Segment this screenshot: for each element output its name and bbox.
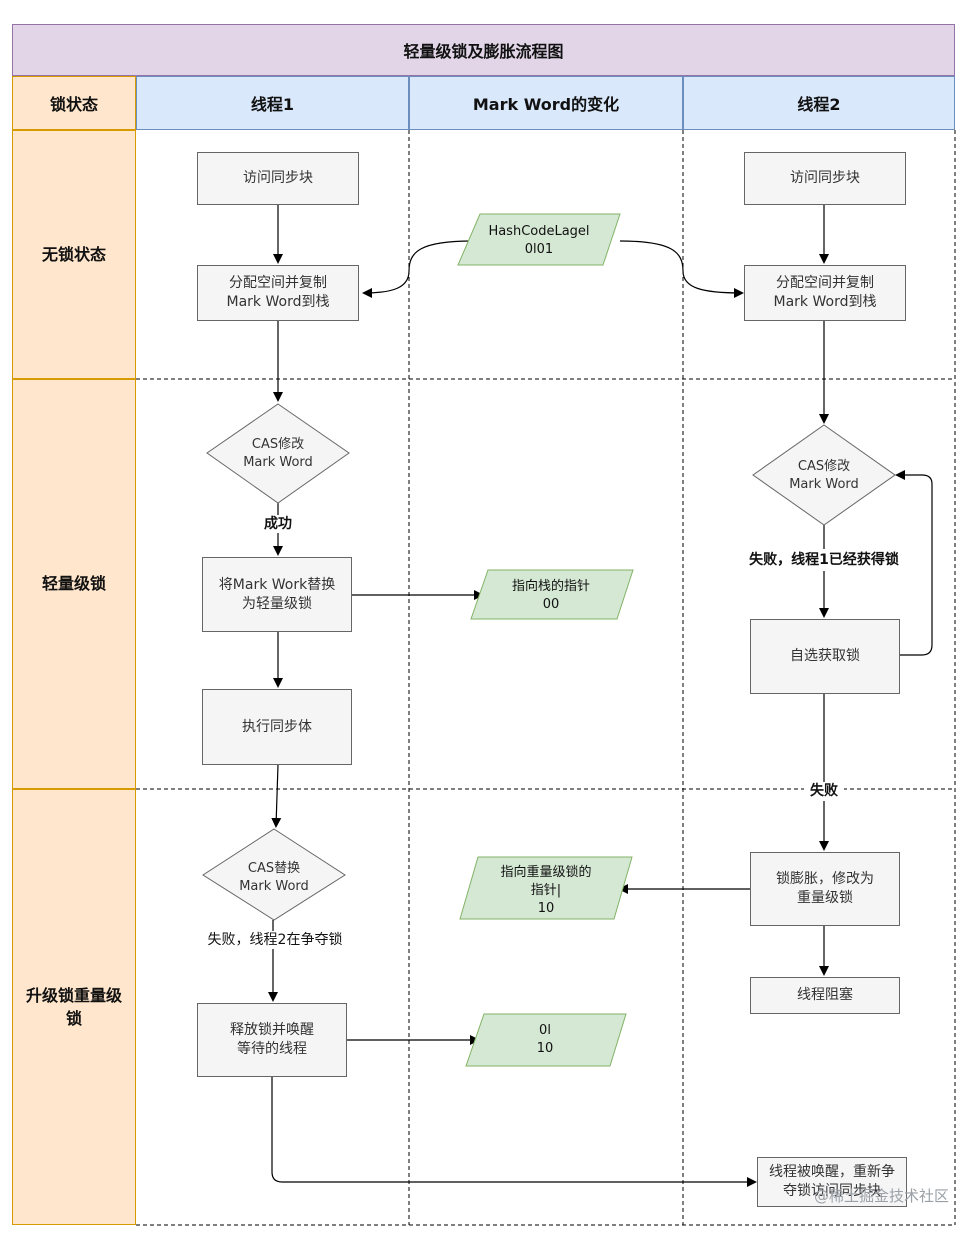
t2-woken-line2: 夺锁访问同步块 [783, 1183, 881, 1199]
watermark: @稀土掘金技术社区 [813, 1187, 949, 1205]
t1-replace-box: 将Mark Work替换 为轻量级锁 [202, 557, 352, 632]
t1-cas-replace-line2: Mark Word [239, 879, 309, 894]
header-markword: Mark Word的变化 [409, 76, 683, 130]
header-thread2: 线程2 [683, 76, 955, 130]
mw-heavyptr-line3: 10 [538, 901, 555, 916]
t2-inflate-line1: 锁膨胀，修改为 [776, 871, 874, 888]
t2-inflate-box: 锁膨胀，修改为 重量级锁 [750, 852, 900, 926]
t2-block-box: 线程阻塞 [750, 977, 900, 1014]
mw-hashcode-shape [457, 213, 621, 266]
t1-replace-line1: 将Mark Work替换 [218, 576, 336, 593]
t2-fail-acquired-label: 失败，线程1已经获得锁 [739, 552, 909, 569]
t2-alloc-box: 分配空间并复制 Mark Word到栈 [744, 265, 906, 321]
t2-cas-modify-line2: Mark Word [789, 477, 859, 492]
t1-replace-line2: 为轻量级锁 [242, 595, 312, 612]
t1-arrow-release-woken [271, 1077, 757, 1187]
header-lock-state: 锁状态 [12, 76, 136, 130]
mw-heavyptr-line1: 指向重量级锁的 [500, 864, 591, 880]
t1-release-box: 释放锁并唤醒 等待的线程 [197, 1003, 347, 1077]
t1-cas-replace-line1: CAS替换 [248, 861, 300, 876]
mw-released-line1: 0l [539, 1023, 551, 1038]
t1-success-label: 成功 [258, 516, 298, 533]
mw-stackptr-shape [470, 569, 634, 620]
t1-alloc-line2: Mark Word到栈 [226, 294, 330, 310]
t2-woken-box: 线程被唤醒，重新争 夺锁访问同步块 [757, 1157, 907, 1207]
t2-cas-modify-line1: CAS修改 [798, 459, 850, 474]
header-thread1: 线程1 [136, 76, 409, 130]
mw-hashcode-line2: 0l01 [525, 242, 553, 257]
t1-cas-modify-diamond [206, 403, 350, 504]
t1-fail-contend-label: 失败，线程2在争夺锁 [205, 932, 345, 949]
t2-alloc-line1: 分配空间并复制 [776, 275, 874, 292]
mw-heavyptr-line2: 指针| [531, 883, 561, 898]
t1-exec-box: 执行同步体 [202, 689, 352, 765]
diagram-title: 轻量级锁及膨胀流程图 [12, 24, 955, 76]
t2-alloc-line2: Mark Word到栈 [773, 294, 877, 310]
t1-cas-modify-line1: CAS修改 [252, 437, 304, 452]
t2-woken-line1: 线程被唤醒，重新争 [769, 1164, 895, 1181]
t2-access-sync-box: 访问同步块 [744, 152, 906, 205]
t1-release-line1: 释放锁并唤醒 [230, 1022, 314, 1039]
t1-alloc-line1: 分配空间并复制 [229, 275, 327, 292]
mw-stackptr-line2: 00 [543, 597, 560, 612]
mw-heavyptr-shape [459, 856, 633, 920]
t1-access-sync-box: 访问同步块 [197, 152, 359, 205]
mw-stackptr-line1: 指向栈的指针 [512, 578, 590, 594]
mw-released-line2: 10 [537, 1041, 554, 1056]
t1-arrow-exec-cas [271, 764, 282, 828]
arrow-hashcode-t2alloc [619, 240, 744, 298]
mw-released-shape [465, 1013, 627, 1067]
state-no-lock: 无锁状态 [12, 130, 136, 379]
mw-hashcode-line1: HashCodeLagel [488, 224, 589, 239]
state-lightweight: 轻量级锁 [12, 379, 136, 789]
state-upgrade: 升级锁重量级锁 [12, 789, 136, 1225]
arrow-hashcode-t1alloc [362, 240, 473, 298]
t1-alloc-box: 分配空间并复制 Mark Word到栈 [197, 265, 359, 321]
t2-spin-box: 自选获取锁 [750, 619, 900, 694]
t2-arrow-spin-loop [895, 470, 933, 656]
t1-cas-replace-diamond [202, 828, 346, 921]
t1-cas-modify-line2: Mark Word [243, 455, 313, 470]
t2-cas-modify-diamond [752, 424, 896, 526]
t1-release-line2: 等待的线程 [237, 1041, 307, 1057]
t2-fail-label: 失败 [804, 783, 844, 800]
t2-inflate-line2: 重量级锁 [797, 890, 853, 906]
